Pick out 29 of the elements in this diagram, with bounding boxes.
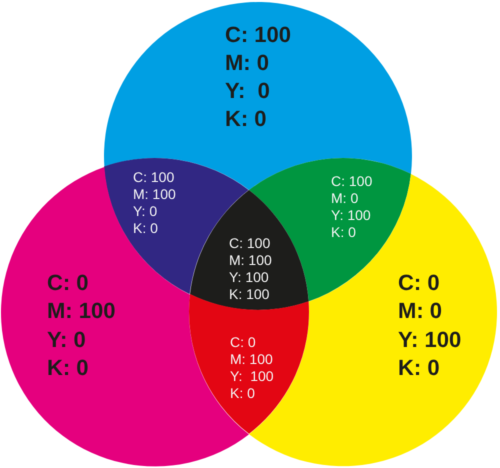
cmyk-value: M: 100 [230, 350, 273, 367]
cmyk-value: M: 0 [331, 190, 358, 206]
cmyk-value: K: 0 [331, 224, 356, 240]
cmyk-value: M: 0 [398, 298, 442, 324]
cmyk-value: K: 0 [230, 384, 255, 401]
cmyk-value: C: 100 [224, 22, 292, 47]
cmyk-value: C: 100 [228, 234, 270, 251]
cmyk-value: C: 100 [331, 172, 372, 189]
cmyk-value: C: 0 [46, 270, 89, 295]
cmyk-value: Y: 0 [132, 202, 158, 219]
cmyk-value: M: 0 [224, 50, 269, 75]
cmyk-value: Y: 100 [398, 326, 462, 352]
cmyk-value: M: 100 [46, 298, 116, 324]
cmyk-value: Y: 100 [230, 368, 274, 384]
cmyk-value: M: 100 [228, 252, 272, 268]
cmyk-value: C: 0 [230, 334, 256, 350]
cmyk-value: K: 0 [224, 106, 267, 131]
cmyk-value: Y: 0 [46, 326, 86, 352]
cmyk-value: Y: 100 [228, 268, 269, 285]
center-overlap-region [190, 190, 309, 310]
cmyk-value: M: 100 [132, 186, 176, 202]
cmyk-value: K: 0 [46, 355, 89, 380]
cmyk-value: C: 0 [398, 270, 440, 295]
cmyk-value: K: 0 [398, 355, 440, 380]
cmyk-value: Y: 0 [224, 78, 270, 103]
cmyk-value: C: 100 [132, 168, 174, 185]
cmyk-value: Y: 100 [331, 206, 371, 223]
cmyk-value: K: 100 [228, 286, 270, 302]
cmyk-value: K: 0 [132, 220, 158, 236]
